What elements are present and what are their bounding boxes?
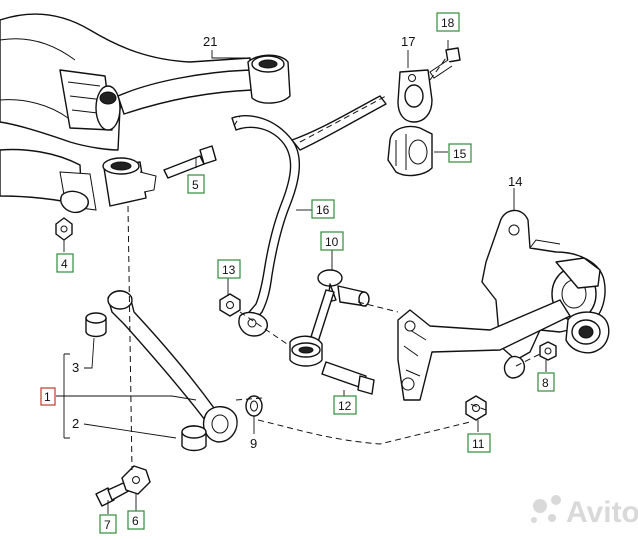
callout-16: 16 [311, 199, 335, 219]
callout-12: 12 [333, 395, 357, 415]
callout-8: 8 [537, 372, 555, 392]
avito-logo-icon [531, 495, 561, 523]
label-14: 14 [508, 174, 522, 189]
part-labels: 21 17 14 3 2 9 18 15 16 10 13 5 [40, 12, 555, 534]
bushing-3 [85, 312, 107, 338]
callout-5: 5 [187, 174, 205, 194]
callout-15: 15 [448, 143, 472, 163]
callout-13: 13 [217, 259, 241, 279]
svg-text:8: 8 [542, 376, 549, 390]
callout-7: 7 [99, 514, 117, 534]
svg-text:18: 18 [441, 16, 455, 30]
callout-6: 6 [127, 510, 145, 530]
svg-text:10: 10 [325, 235, 339, 249]
nut-8 [539, 341, 557, 361]
svg-text:4: 4 [61, 257, 68, 271]
stabilizer-bar-16 [231, 95, 387, 337]
label-2: 2 [72, 416, 79, 431]
eccentric-washer-6 [121, 465, 151, 495]
bushing-2 [181, 425, 207, 452]
nut-13 [219, 293, 241, 317]
label-3: 3 [72, 360, 79, 375]
watermark-text: Avito [566, 496, 638, 529]
bolt-5 [163, 145, 217, 179]
label-17: 17 [401, 34, 415, 49]
label-9: 9 [250, 436, 257, 451]
lower-bushing [102, 157, 157, 207]
svg-text:16: 16 [316, 203, 330, 217]
wishbone-1 [107, 290, 238, 443]
subframe [0, 13, 251, 214]
svg-text:11: 11 [472, 437, 485, 451]
svg-text:12: 12 [338, 399, 352, 413]
callout-10: 10 [320, 231, 344, 251]
coupling-rod-10 [289, 269, 370, 367]
lower-link [397, 299, 571, 401]
callout-11: 11 [467, 433, 491, 453]
upper-arm-21 [117, 54, 291, 115]
svg-text:1: 1 [44, 390, 51, 404]
nut-11 [465, 395, 487, 421]
svg-text:6: 6 [132, 514, 139, 528]
label-21: 21 [203, 34, 217, 49]
bolt-12 [321, 361, 375, 395]
watermark: Avito [531, 495, 638, 529]
clamp-17 [397, 69, 433, 123]
callout-18: 18 [436, 12, 460, 32]
svg-text:15: 15 [453, 147, 467, 161]
svg-text:7: 7 [104, 518, 111, 532]
bolt-18 [429, 47, 461, 79]
assembly-lines [127, 57, 541, 471]
svg-text:13: 13 [222, 263, 236, 277]
bushing-15 [387, 125, 433, 177]
callout-1: 1 [40, 387, 56, 406]
callout-4: 4 [56, 253, 74, 273]
nut-4 [55, 217, 73, 241]
upper-bushing [95, 85, 121, 131]
svg-text:5: 5 [192, 178, 199, 192]
